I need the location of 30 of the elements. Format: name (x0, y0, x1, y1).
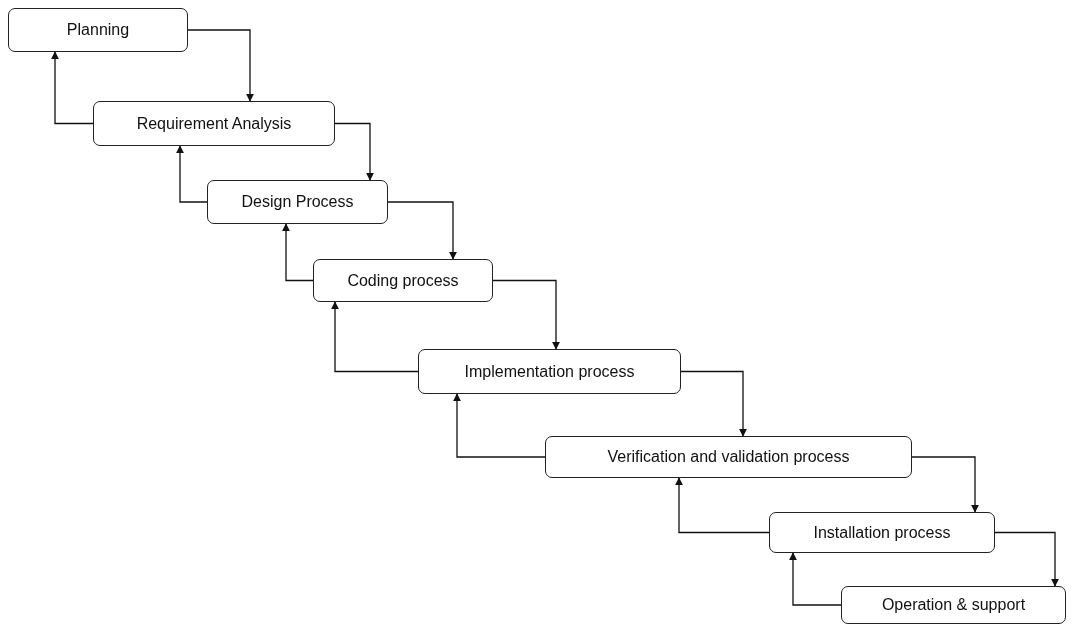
process-box (8, 8, 188, 52)
arrow (387, 201, 457, 260)
arrow (680, 370, 747, 437)
arrow (453, 393, 546, 458)
arrow (789, 552, 842, 606)
step-label: Design Process (241, 193, 354, 211)
step-label: Verification and validation process (607, 448, 850, 466)
process-box (418, 349, 681, 394)
process-box (545, 436, 912, 478)
arrow (282, 223, 314, 282)
arrow (187, 29, 254, 102)
step-label: Planning (66, 21, 130, 39)
arrow (331, 301, 419, 373)
arrow (994, 531, 1059, 587)
arrow (51, 51, 94, 125)
arrow (176, 145, 208, 203)
process-box (841, 586, 1066, 624)
process-box (769, 512, 995, 553)
arrow (675, 477, 770, 534)
step-label: Implementation process (464, 362, 635, 381)
arrow (911, 456, 979, 513)
step-label: Requirement Analysis (136, 114, 292, 133)
process-box (313, 259, 493, 302)
process-box (93, 101, 335, 146)
arrow (492, 279, 560, 350)
step-label: Installation process (813, 523, 951, 542)
process-box (207, 180, 388, 224)
arrow (334, 122, 374, 181)
step-label: Coding process (347, 271, 459, 290)
step-label: Operation & support (881, 596, 1026, 614)
